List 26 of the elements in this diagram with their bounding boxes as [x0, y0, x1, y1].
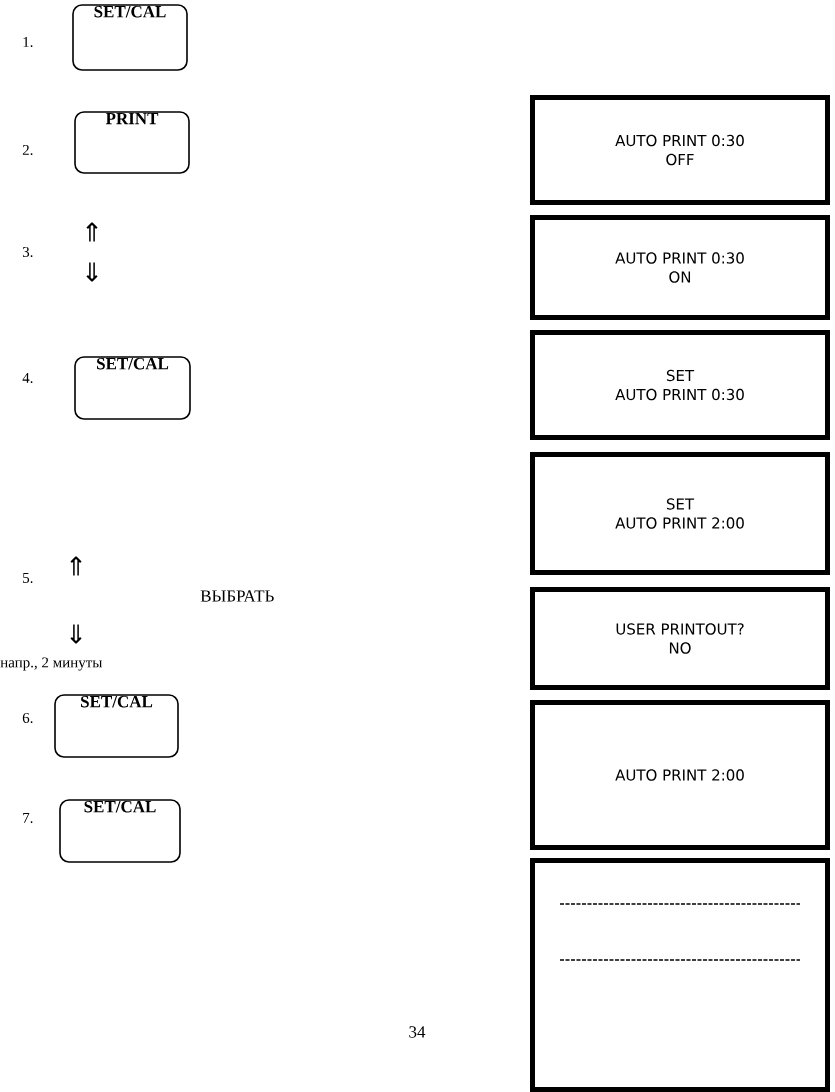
- display-screen: AUTO PRINT 0:30 OFF: [530, 95, 830, 205]
- step-number: 5.: [23, 573, 33, 583]
- display-screen: SET AUTO PRINT 0:30: [530, 330, 830, 440]
- display-screen: AUTO PRINT 2:00: [530, 700, 830, 850]
- arrow-symbol: ⇓: [70, 624, 82, 644]
- step-number: 4.: [22, 372, 33, 384]
- arrow-symbol: ⇑: [86, 222, 98, 242]
- display-screen: SET AUTO PRINT 2:00: [530, 452, 830, 575]
- step-number: 7.: [23, 813, 33, 823]
- key-button: SET/CAL: [72, 4, 188, 71]
- step-number: 2.: [22, 144, 33, 156]
- step-number: 3.: [22, 246, 33, 258]
- display-screen: AUTO PRINT 0:30 ON: [530, 215, 830, 320]
- step-number: 6.: [22, 712, 33, 724]
- step-number: 1.: [23, 36, 33, 48]
- arrow-symbol: ⇓: [86, 262, 98, 282]
- key-button: SET/CAL: [59, 799, 181, 863]
- note-text: напр., 2 минуты: [0, 657, 102, 671]
- instruction-text: ВЫБРАТЬ: [200, 590, 274, 602]
- key-button: SET/CAL: [74, 356, 191, 420]
- key-button: SET/CAL: [54, 694, 179, 758]
- key-button: PRINT: [74, 111, 190, 174]
- page-number: 34: [409, 1026, 426, 1038]
- display-screen: USER PRINTOUT? NO: [530, 587, 830, 690]
- printout-screen: [530, 858, 830, 1092]
- arrow-symbol: ⇑: [70, 556, 82, 576]
